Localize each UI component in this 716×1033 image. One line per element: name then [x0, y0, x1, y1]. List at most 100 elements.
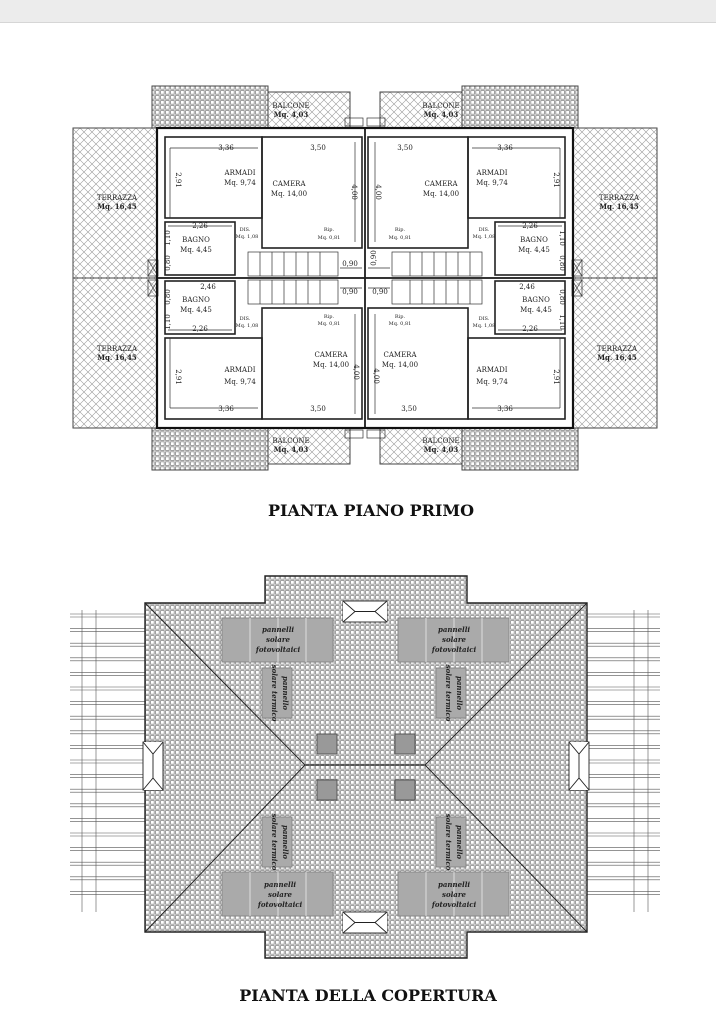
- thermal-label-line: solare termico: [444, 814, 453, 871]
- rafter: [587, 774, 660, 778]
- rip-area: Mq. 0,81: [389, 235, 412, 241]
- rafter: [587, 730, 660, 735]
- rafter: [70, 628, 145, 632]
- dimension: 4,00: [350, 184, 358, 200]
- roof-plan-title: PIANTA DELLA COPERTURA: [239, 986, 497, 1005]
- roof-plan: pannelli solare fotovoltaici pannelli so…: [70, 575, 660, 1005]
- rafter: [587, 861, 660, 866]
- building-outline: [155, 126, 575, 430]
- balcone-label: BALCONE: [272, 437, 309, 445]
- rafter: [70, 891, 145, 895]
- dimension: 1,10: [164, 314, 172, 330]
- rafter: [70, 847, 145, 851]
- rip-label: Rip.: [324, 227, 335, 233]
- thermal-label-line: pannello: [281, 676, 290, 710]
- dimension: 1,10: [558, 314, 566, 330]
- rafter: [70, 876, 145, 881]
- dimension: 2,26: [522, 222, 538, 230]
- terrazza-label: TERRAZZA: [97, 345, 138, 353]
- armadi-label: ARMADI: [476, 366, 508, 374]
- rip-area: Mq. 0,81: [318, 321, 341, 327]
- dimension: 3,50: [310, 405, 326, 413]
- dimension: 3,36: [497, 405, 513, 413]
- pv-label-line: solare: [442, 635, 466, 644]
- rafter: [70, 774, 145, 778]
- rafter: [70, 686, 145, 691]
- rafter: [587, 788, 660, 793]
- thermal-panel-top-right: pannello solare termico: [435, 665, 467, 722]
- pv-label-line: solare: [266, 635, 290, 644]
- rafter: [587, 876, 660, 881]
- dimension: 3,36: [497, 144, 513, 152]
- quadrant-labels-upper-right: TERRAZZA Mq. 16,45 BALCONE Mq. 4,03 3,50…: [370, 102, 640, 271]
- rafter: [70, 730, 145, 735]
- thermal-label-line: pannello: [455, 676, 464, 710]
- dimension: 3,36: [218, 405, 234, 413]
- rip-area: Mq. 0,81: [318, 235, 341, 241]
- dimension: 3,50: [401, 405, 417, 413]
- skylight-right: [568, 741, 590, 791]
- rafter: [70, 657, 145, 662]
- first-floor-plan: TERRAZZA Mq. 16,45 BALCONE Mq. 4,03 3,36…: [72, 85, 658, 520]
- terrazza-area: Mq. 16,45: [597, 353, 637, 362]
- dimension: 0,90: [342, 288, 358, 296]
- dis-label: DIS.: [240, 316, 251, 322]
- dimension: 1,10: [558, 230, 566, 246]
- bagno-label: BAGNO: [182, 296, 210, 304]
- dimension: 2,91: [552, 172, 560, 188]
- rafter: [70, 701, 145, 705]
- armadi-label: ARMADI: [224, 366, 256, 374]
- rafter: [587, 818, 660, 822]
- rip-label: Rip.: [395, 314, 406, 320]
- rafter: [70, 613, 145, 618]
- dimension: 4,00: [352, 364, 360, 380]
- balcone-area: Mq. 4,03: [274, 110, 309, 119]
- camera-area: Mq. 14,00: [423, 190, 459, 198]
- thermal-panel-bottom-left: pannello solare termico: [261, 814, 293, 871]
- chimneys: [316, 733, 416, 801]
- dimension: 2,26: [192, 222, 208, 230]
- balcone-area: Mq. 4,03: [274, 445, 309, 454]
- dimension: 4,00: [372, 368, 380, 384]
- rafter: [587, 701, 660, 705]
- dis-area: Mq. 1,08: [236, 323, 259, 329]
- bagno-area: Mq. 4,45: [518, 246, 550, 254]
- dis-area: Mq. 1,08: [236, 234, 259, 240]
- camera-label: CAMERA: [272, 180, 306, 188]
- thermal-label-line: solare termico: [444, 665, 453, 722]
- pv-label-line: fotovoltaici: [431, 645, 477, 654]
- dis-label: DIS.: [240, 227, 251, 233]
- balcone-label: BALCONE: [272, 102, 309, 110]
- terrazza-area: Mq. 16,45: [97, 353, 137, 362]
- skylight-left: [142, 741, 164, 791]
- pv-label-line: pannelli: [438, 880, 470, 889]
- camera-label: CAMERA: [314, 351, 348, 359]
- dimension: 4,00: [374, 184, 382, 200]
- dis-label: DIS.: [479, 316, 490, 322]
- dimension: 1,10: [164, 230, 172, 246]
- pv-label-line: pannelli: [438, 625, 470, 634]
- pv-panel-bottom-left: pannelli solare fotovoltaici: [221, 871, 334, 917]
- rafter: [70, 745, 145, 749]
- bagno-area: Mq. 4,45: [180, 246, 212, 254]
- quadrant-labels-lower-right: TERRAZZA Mq. 16,45 BALCONE Mq. 4,03 3,50…: [372, 283, 638, 454]
- bagno-area: Mq. 4,45: [520, 306, 552, 314]
- dimension: 0,90: [342, 260, 358, 268]
- rafter: [587, 745, 660, 749]
- pv-label-line: pannelli: [262, 625, 294, 634]
- rafter: [587, 847, 660, 851]
- dimension: 2,91: [174, 172, 182, 188]
- camera-area: Mq. 14,00: [382, 361, 418, 369]
- rafter: [70, 818, 145, 822]
- thermal-label-line: solare termico: [270, 665, 279, 722]
- rip-label: Rip.: [324, 314, 335, 320]
- dis-area: Mq. 1,08: [473, 234, 496, 240]
- terrazza-label: TERRAZZA: [599, 194, 640, 202]
- rafter: [70, 642, 145, 647]
- rafter: [587, 613, 660, 618]
- thermal-label-line: pannello: [455, 825, 464, 859]
- quadrant-upper-left: [72, 85, 366, 279]
- rip-area: Mq. 0,81: [389, 321, 412, 327]
- armadi-area: Mq. 9,74: [224, 378, 256, 386]
- bagno-area: Mq. 4,45: [180, 306, 212, 314]
